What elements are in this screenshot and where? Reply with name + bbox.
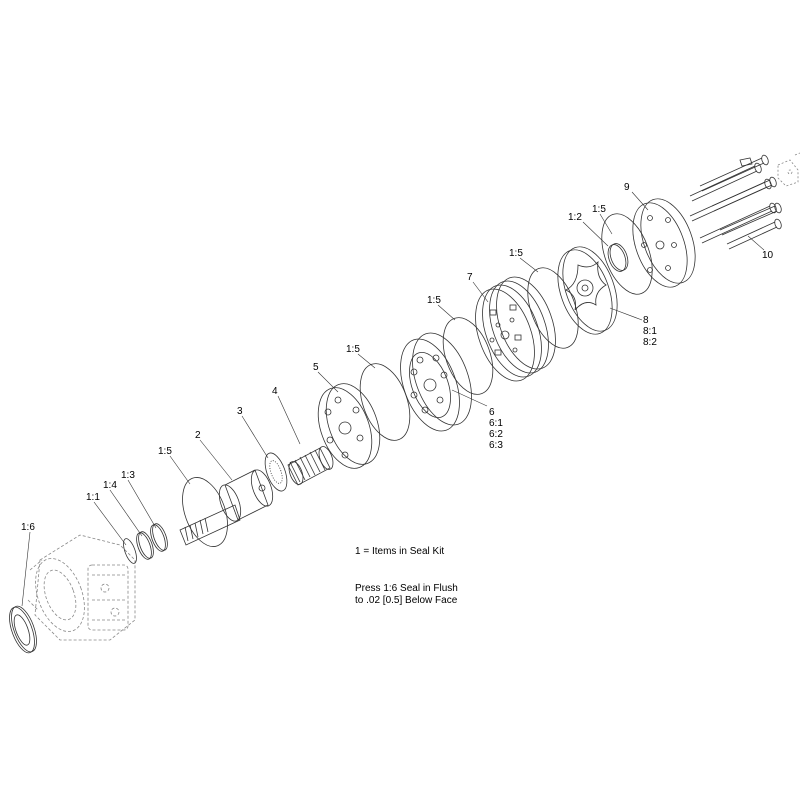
label-6-3: 6:3: [489, 440, 503, 451]
bolts-10: [689, 154, 782, 250]
label-1-5-c: 1:5: [427, 295, 441, 306]
press-note-line2: to .02 [0.5] Below Face: [355, 595, 458, 606]
ring-1-3: [150, 523, 168, 552]
label-7: 7: [467, 272, 473, 283]
label-5: 5: [313, 362, 319, 373]
label-8-1: 8:1: [643, 326, 657, 337]
output-shaft-2: [179, 469, 274, 546]
label-3: 3: [237, 406, 243, 417]
label-8: 8: [643, 315, 649, 326]
label-6-1: 6:1: [489, 418, 503, 429]
oring-1-5-c: [442, 317, 494, 395]
label-1-2: 1:2: [568, 212, 582, 223]
oring-1-5-a: [182, 477, 228, 547]
label-1-5-d: 1:5: [509, 248, 523, 259]
oring-1-1: [123, 538, 137, 564]
thrust-bearing-3: [264, 452, 288, 492]
seal-1-2: [607, 243, 629, 272]
oring-1-5-d: [527, 267, 579, 349]
gerotor-7: [475, 276, 556, 382]
callout-labels: 1:6 1:1 1:4 1:3 1:5 2 3 4 5 1:5 6 6:1 6:…: [21, 182, 774, 533]
label-10: 10: [762, 250, 774, 261]
label-8-2: 8:2: [643, 337, 657, 348]
label-4: 4: [272, 386, 278, 397]
label-1-5-e: 1:5: [592, 204, 606, 215]
seal-kit-note: 1 = Items in Seal Kit: [355, 546, 445, 557]
ring-1-4: [136, 531, 154, 560]
label-1-1: 1:1: [86, 492, 100, 503]
label-1-6: 1:6: [21, 522, 35, 533]
valve-plate-8: [557, 246, 618, 335]
label-6-2: 6:2: [489, 429, 503, 440]
drive-link-4: [287, 446, 334, 486]
label-2: 2: [195, 430, 201, 441]
wear-plate-5: [317, 383, 381, 469]
seal-1-6: [9, 605, 37, 654]
press-note-line1: Press 1:6 Seal in Flush: [355, 583, 458, 594]
manifold-6: [400, 332, 472, 432]
leader-lines: [21, 191, 765, 607]
label-1-4: 1:4: [103, 480, 117, 491]
label-1-3: 1:3: [121, 470, 135, 481]
label-1-5-a: 1:5: [158, 446, 172, 457]
oring-1-5-e: [601, 213, 653, 295]
label-9: 9: [624, 182, 630, 193]
label-1-5-b: 1:5: [346, 344, 360, 355]
label-6: 6: [489, 407, 495, 418]
mounting-flange-ref: [777, 152, 800, 187]
end-cap-9: [632, 198, 696, 288]
motor-housing: [27, 534, 136, 641]
